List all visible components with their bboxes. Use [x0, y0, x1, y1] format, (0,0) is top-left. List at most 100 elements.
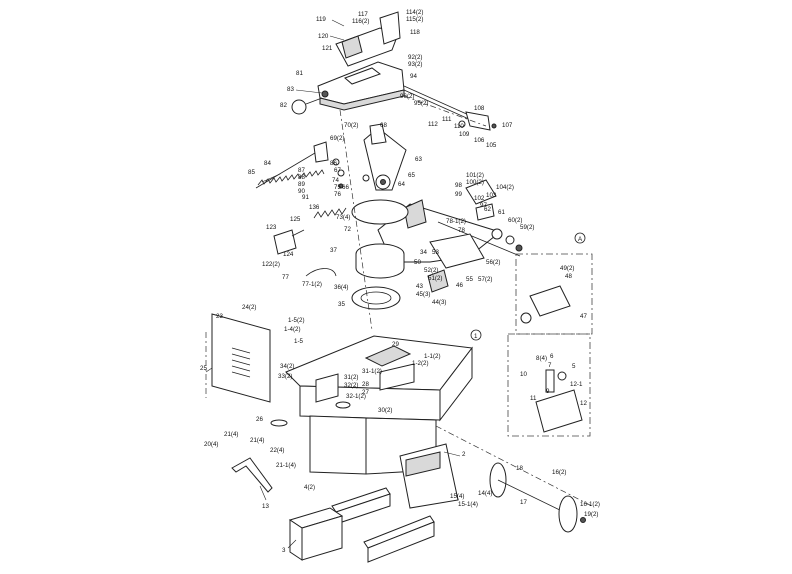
label-72: 72 [344, 226, 351, 233]
label-8: 8(4) [536, 355, 547, 362]
label-15: 15(4) [450, 493, 464, 500]
clamp-block-12 [535, 389, 583, 433]
label-124: 124 [283, 251, 294, 258]
pivot-bolt [380, 179, 386, 185]
bracket-101 [465, 179, 497, 205]
label-35: 35 [338, 301, 345, 308]
label-102: 102 [474, 195, 485, 202]
label-99: 99 [455, 191, 462, 198]
label-46: 46 [456, 282, 463, 289]
wheel-16 [558, 495, 578, 533]
washer-61 [505, 235, 515, 245]
label-89: 89 [298, 181, 305, 188]
label-21a: 21(4) [224, 431, 238, 438]
leader-119 [331, 19, 345, 27]
label-15-1: 15-1(4) [458, 501, 478, 508]
label-136: 136 [309, 204, 320, 211]
label-24: 24(2) [242, 304, 256, 311]
label-110: 110 [454, 123, 464, 130]
label-65: 65 [408, 172, 415, 179]
label-119: 119 [316, 16, 326, 23]
leader-2 [443, 451, 461, 457]
label-114: 114(2) [406, 9, 423, 16]
label-116: 116(2) [352, 18, 369, 25]
label-1-2: 1-2(2) [412, 360, 429, 367]
label-10: 10 [520, 371, 527, 378]
label-29: 29 [392, 341, 399, 348]
guard-bracket [341, 35, 363, 59]
label-9: 9 [546, 388, 550, 395]
label-49: 49(2) [560, 265, 574, 272]
label-30: 30(2) [378, 407, 392, 414]
rail-4b [367, 521, 435, 563]
label-112: 112 [428, 121, 438, 128]
spring-coil [257, 169, 325, 186]
knob-83 [321, 90, 329, 98]
label-122: 122(2) [262, 261, 280, 268]
label-48: 48 [565, 273, 572, 280]
leader-lines [205, 19, 461, 549]
label-27: 27 [362, 389, 369, 396]
part-labels: 117 116(2) 114(2) 115(2) 118 119 120 121… [200, 9, 600, 554]
label-59: 59(2) [520, 224, 534, 231]
label-55: 55 [466, 276, 473, 283]
pivot-bracket-assembly [377, 179, 523, 293]
label-44: 44(3) [432, 299, 446, 306]
rod-78 [437, 221, 521, 257]
nut-5 [557, 371, 567, 381]
label-1-5: 1-5(2) [288, 317, 305, 324]
lock-53 [427, 269, 449, 293]
label-66: 66 [342, 184, 349, 191]
axle-17 [497, 479, 569, 515]
base-rails [288, 487, 435, 563]
label-21b: 21(4) [250, 437, 264, 444]
label-91: 91 [302, 194, 309, 201]
label-85: 85 [248, 169, 255, 176]
label-82: 82 [280, 102, 287, 109]
label-96: 96(2) [400, 93, 414, 100]
turntable-assembly [305, 199, 409, 310]
label-25: 25 [200, 365, 207, 372]
drain-32 [335, 401, 351, 409]
centerline-shaft [403, 95, 487, 127]
label-1: 1 [474, 333, 478, 340]
label-5: 5 [572, 363, 576, 370]
spring-136 [313, 207, 347, 219]
label-105: 105 [486, 142, 497, 149]
label-36: 36(4) [334, 284, 348, 291]
vent-4 [231, 365, 251, 372]
label-53: 53 [432, 249, 439, 256]
wheel-frame-2 [399, 443, 586, 533]
bolt-125 [291, 229, 305, 237]
label-32-1: 32-1(2) [346, 393, 366, 400]
washer-67 [337, 169, 345, 177]
ring-35 [351, 286, 401, 310]
cap-19 [580, 517, 586, 523]
vent-3 [231, 359, 251, 366]
hardware-cluster-86-91 [332, 158, 370, 189]
detail-frame-12 [507, 333, 591, 437]
collar-62 [491, 228, 503, 240]
label-51: 51(2) [428, 275, 442, 282]
label-26: 26 [256, 416, 263, 423]
ring-37-body [355, 254, 405, 279]
nut-107 [491, 123, 497, 129]
label-94: 94 [410, 73, 417, 80]
bearing-block-108 [465, 111, 491, 131]
bracket-123 [273, 229, 297, 255]
panel-23 [211, 313, 271, 403]
blade-arm-assembly [363, 123, 407, 191]
label-21-1: 21-1(4) [276, 462, 296, 469]
guard-plate [379, 11, 401, 45]
leader-120 [329, 35, 345, 41]
handwheel-shaft [305, 97, 323, 105]
blade-guard-assembly [291, 11, 405, 115]
leader-85 [261, 173, 281, 183]
label-64: 64 [398, 181, 405, 188]
pin-head [520, 312, 532, 324]
label-83: 83 [287, 86, 294, 93]
label-19: 19(2) [584, 511, 598, 518]
label-22: 22(4) [270, 447, 284, 454]
label-20: 20(4) [204, 441, 218, 448]
